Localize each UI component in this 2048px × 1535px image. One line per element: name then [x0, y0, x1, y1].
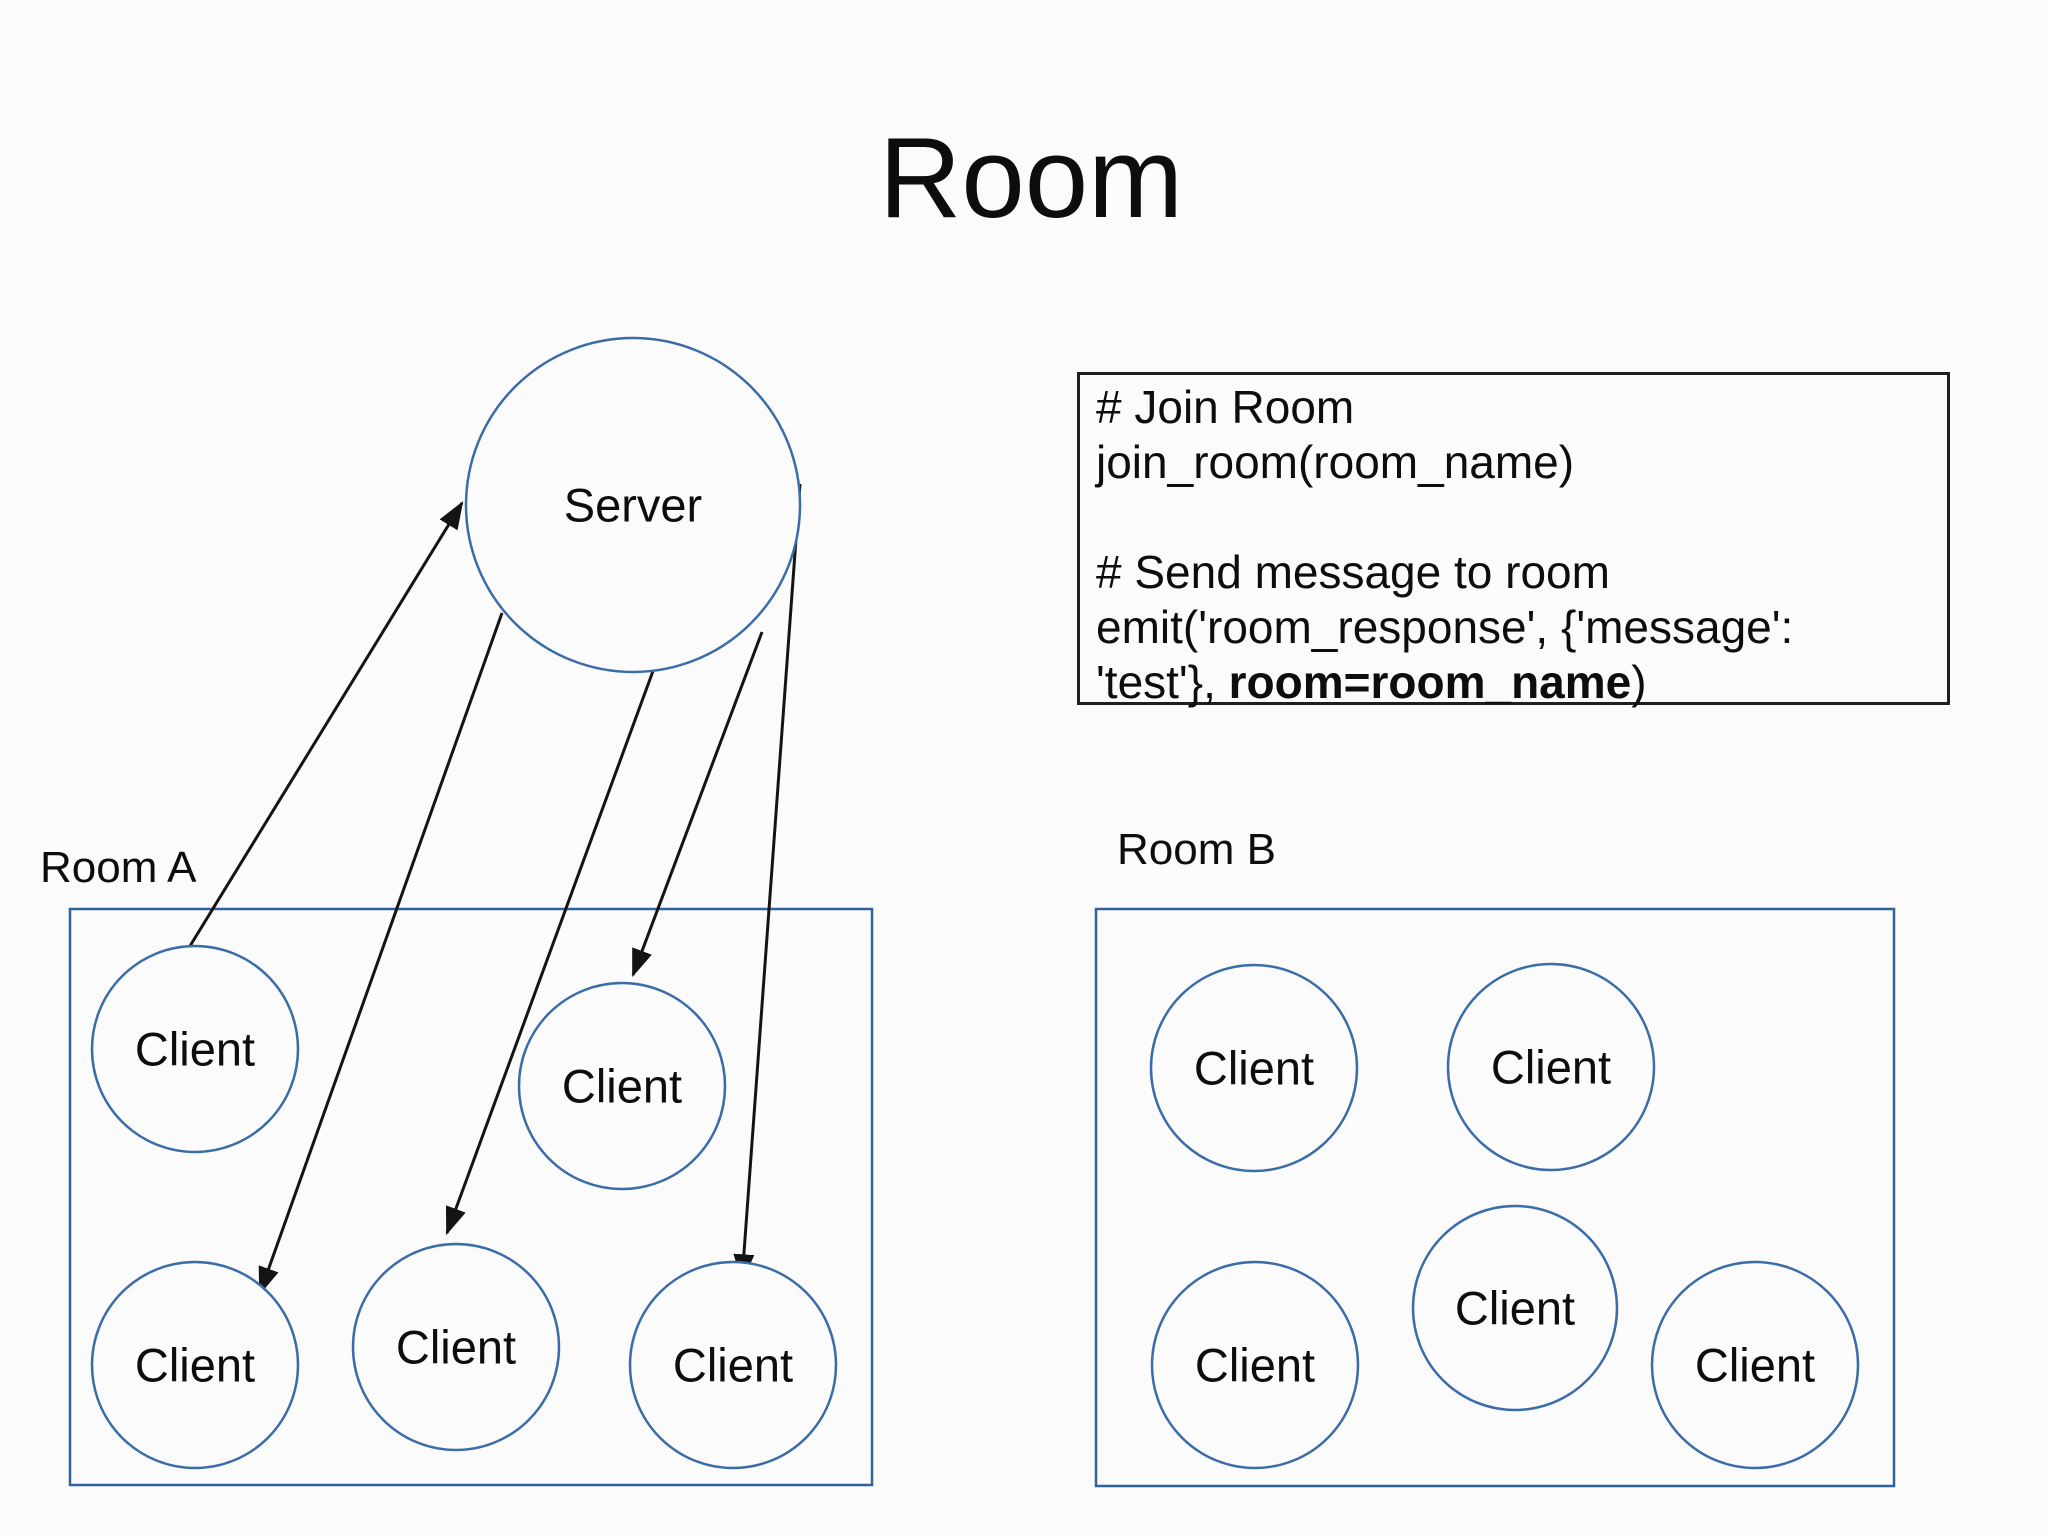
arrow-server-to-client-a5 — [733, 483, 802, 1283]
client-circle-b1 — [1149, 963, 1359, 1173]
client-label: Client — [135, 1339, 255, 1392]
server-label: Server — [564, 479, 702, 532]
code-line-6: 'test'}, room=room_name) — [1096, 655, 1947, 710]
client-label: Client — [1695, 1339, 1815, 1392]
room-b-label: Room B — [1117, 825, 1276, 874]
client-node-a5: Client — [628, 1260, 838, 1470]
client-circle-b2 — [1446, 962, 1656, 1172]
code-line-2: join_room(room_name) — [1096, 436, 1575, 488]
client-circle-b3 — [1150, 1260, 1360, 1470]
client-label: Client — [1455, 1282, 1575, 1335]
client-circle-b4 — [1411, 1204, 1619, 1412]
room-a-label: Room A — [40, 843, 197, 892]
code-line-5: emit('room_response', {'message': — [1096, 601, 1794, 653]
client-label: Client — [1195, 1339, 1315, 1392]
arrow-server-to-client-a4 — [445, 670, 655, 1236]
client-node-b2: Client — [1446, 962, 1656, 1172]
client-node-b4: Client — [1411, 1204, 1619, 1412]
code-line-1: # Join Room — [1096, 381, 1355, 433]
page-title: Room — [879, 115, 1184, 242]
client-label: Client — [396, 1321, 516, 1374]
code-line-6-suffix: ) — [1631, 656, 1647, 708]
client-node-b5: Client — [1650, 1260, 1860, 1470]
arrow-client-a1-to-server — [188, 501, 464, 947]
arrow-server-to-client-a3 — [631, 631, 764, 978]
client-label: Client — [1491, 1041, 1611, 1094]
room-a-box — [68, 907, 874, 1487]
client-node-a2: Client — [90, 1260, 300, 1470]
client-circle-a5 — [628, 1260, 838, 1470]
code-line-4: # Send message to room — [1096, 546, 1610, 598]
client-label: Client — [1194, 1042, 1314, 1095]
code-box: # Join Room join_room(room_name) # Send … — [1077, 372, 1950, 708]
arrow-server-to-client-a2 — [258, 612, 504, 1296]
client-circle-b5 — [1650, 1260, 1860, 1470]
client-label: Client — [673, 1339, 793, 1392]
client-circle-a4 — [351, 1242, 561, 1452]
code-line-3 — [1096, 490, 1947, 545]
client-node-a1: Client — [90, 944, 300, 1154]
server-node: Server — [464, 336, 802, 674]
code-line-6-prefix: 'test'}, — [1096, 656, 1229, 708]
client-circle-a1 — [90, 944, 300, 1154]
client-label: Client — [562, 1060, 682, 1113]
client-node-a3: Client — [517, 981, 727, 1191]
server-circle — [464, 336, 802, 674]
code-line-6-bold: room=room_name — [1228, 656, 1632, 708]
client-node-b3: Client — [1150, 1260, 1360, 1470]
client-circle-a3 — [517, 981, 727, 1191]
client-node-b1: Client — [1149, 963, 1359, 1173]
room-b-box — [1094, 907, 1896, 1488]
client-circle-a2 — [90, 1260, 300, 1470]
client-node-a4: Client — [351, 1242, 561, 1452]
client-label: Client — [135, 1023, 255, 1076]
